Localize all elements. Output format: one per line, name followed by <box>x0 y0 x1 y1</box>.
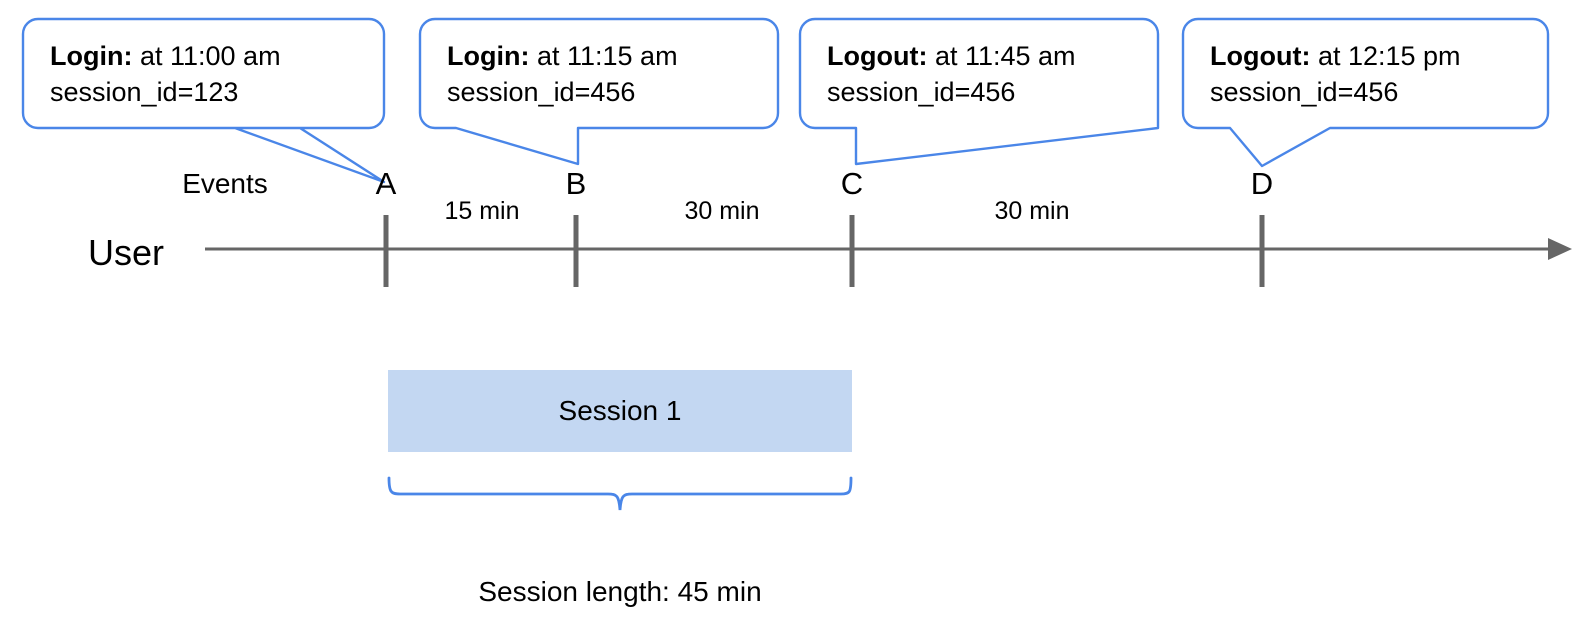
callout-a-lead: Login: <box>50 41 133 71</box>
interval-label-b-c: 30 min <box>684 197 760 225</box>
callout-c-lead: Logout: <box>827 41 928 71</box>
interval-label-a-b: 15 min <box>444 197 520 225</box>
callout-a-time: at 11:00 am <box>132 41 281 71</box>
session-span-brace <box>387 476 853 511</box>
tick-label-b: B <box>565 166 587 201</box>
callout-d-time: at 12:15 pm <box>1310 41 1461 71</box>
tick-label-c: C <box>840 166 864 201</box>
callout-d-detail: session_id=456 <box>1210 77 1399 107</box>
tick-label-a: A <box>375 166 397 201</box>
session-bar-label: Session 1 <box>558 395 682 426</box>
callout-b-detail: session_id=456 <box>447 77 636 107</box>
timeline-arrowhead <box>1548 238 1572 260</box>
tick-label-d: D <box>1250 166 1274 201</box>
callout-b-time: at 11:15 am <box>529 41 678 71</box>
session-bar[interactable]: Session 1 <box>388 370 852 452</box>
callout-bubble-b[interactable] <box>418 17 780 166</box>
callout-bubble-d[interactable] <box>1181 17 1550 168</box>
events-row-label: Events <box>182 168 268 199</box>
callout-b-lead: Login: <box>447 41 530 71</box>
callout-d-text: Logout: at 12:15 pm session_id=456 <box>1210 38 1461 110</box>
callout-b-text: Login: at 11:15 am session_id=456 <box>447 38 678 110</box>
user-row-label: User <box>88 232 165 273</box>
session-length-caption: Session length: 45 min <box>478 576 762 607</box>
interval-label-c-d: 30 min <box>994 197 1070 225</box>
callout-c-detail: session_id=456 <box>827 77 1016 107</box>
callout-bubble-c[interactable] <box>798 17 1160 166</box>
callout-c-time: at 11:45 am <box>927 41 1076 71</box>
callout-a-text: Login: at 11:00 am session_id=123 <box>50 38 281 110</box>
callout-c-text: Logout: at 11:45 am session_id=456 <box>827 38 1076 110</box>
callout-a-detail: session_id=123 <box>50 77 239 107</box>
callout-d-lead: Logout: <box>1210 41 1311 71</box>
callout-bubble-a[interactable] <box>21 17 386 184</box>
